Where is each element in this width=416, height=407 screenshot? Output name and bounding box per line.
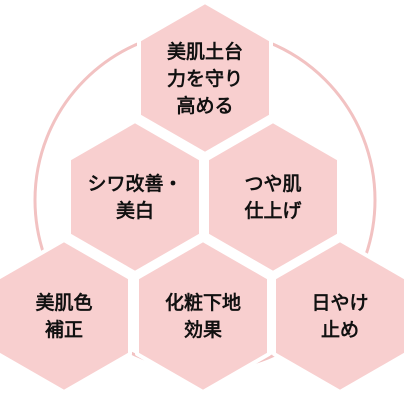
hex-label-bottom-right: 日やけ 止め [311, 292, 369, 341]
hex-shape-mid-left [67, 119, 203, 275]
hex-group [0, 0, 408, 394]
hex-shape-bottom-right [272, 238, 408, 394]
hex-shape-bottom-left [0, 238, 132, 394]
hex-label-mid-left: シワ改善・ 美白 [87, 173, 183, 222]
hex-label-bottom-center: 化粧下地 効果 [164, 292, 241, 341]
hex-shape-top [137, 0, 273, 156]
hex-shape-mid-right [205, 119, 341, 275]
hex-label-top: 美肌土台 力を守り 高める [166, 40, 243, 117]
hex-shape-bottom-center [135, 238, 271, 394]
hex-label-bottom-left: 美肌色 補正 [35, 292, 93, 341]
hex-label-mid-right: つや肌 仕上げ [244, 173, 302, 222]
